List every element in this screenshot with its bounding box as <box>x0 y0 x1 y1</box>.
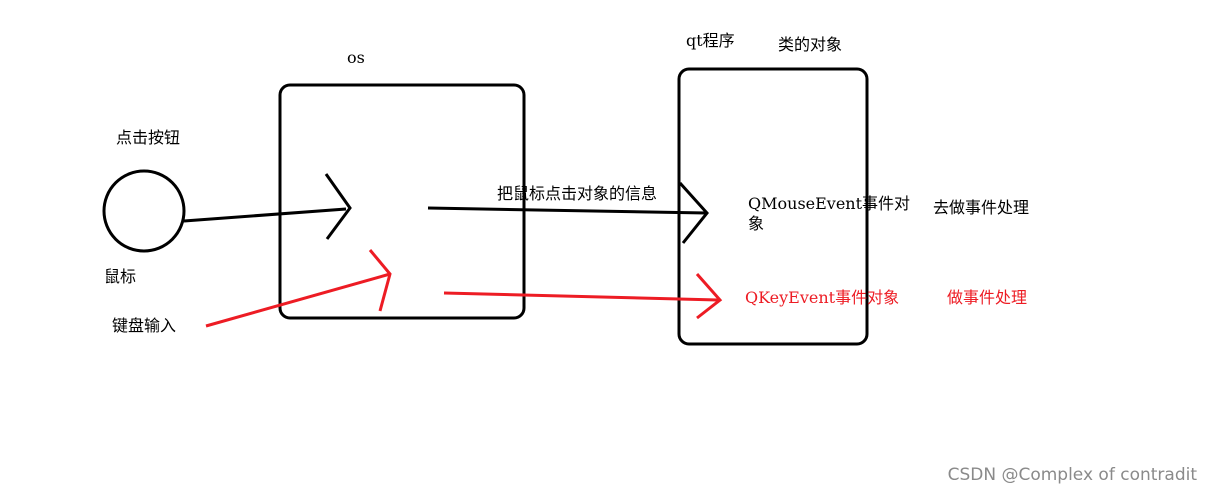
os-to-qkeyevent-arrowhead <box>695 273 723 320</box>
keyboard-input-label: 键盘输入 <box>112 316 177 335</box>
qmouseevent-label: QMouseEvent事件对象 <box>748 194 911 233</box>
os-to-qkeyevent-arrow <box>443 291 719 302</box>
watermark: CSDN @Complex of contradit <box>947 465 1197 485</box>
os-box <box>278 83 526 320</box>
mouse-to-os-arrow <box>183 207 347 223</box>
qt-program-box <box>677 67 869 346</box>
os-to-qt-arrowhead <box>678 181 709 244</box>
mouse-to-os-arrowhead <box>324 173 352 240</box>
click-button-label: 点击按钮 <box>116 128 181 147</box>
go-handle-label: 去做事件处理 <box>933 198 1030 217</box>
mouse-circle <box>102 169 186 253</box>
qt-program-label: qt程序 <box>686 31 735 50</box>
qkeyevent-label: QKeyEvent事件对象 <box>745 288 900 307</box>
keyboard-to-os-arrow <box>205 272 391 328</box>
do-handle-label: 做事件处理 <box>947 288 1028 307</box>
pass-info-label: 把鼠标点击对象的信息 <box>497 184 658 203</box>
class-object-label: 类的对象 <box>778 35 843 54</box>
os-label: os <box>347 48 365 67</box>
keyboard-to-os-arrowhead <box>368 249 392 312</box>
os-to-qt-arrow <box>427 206 707 215</box>
mouse-label: 鼠标 <box>104 267 137 286</box>
